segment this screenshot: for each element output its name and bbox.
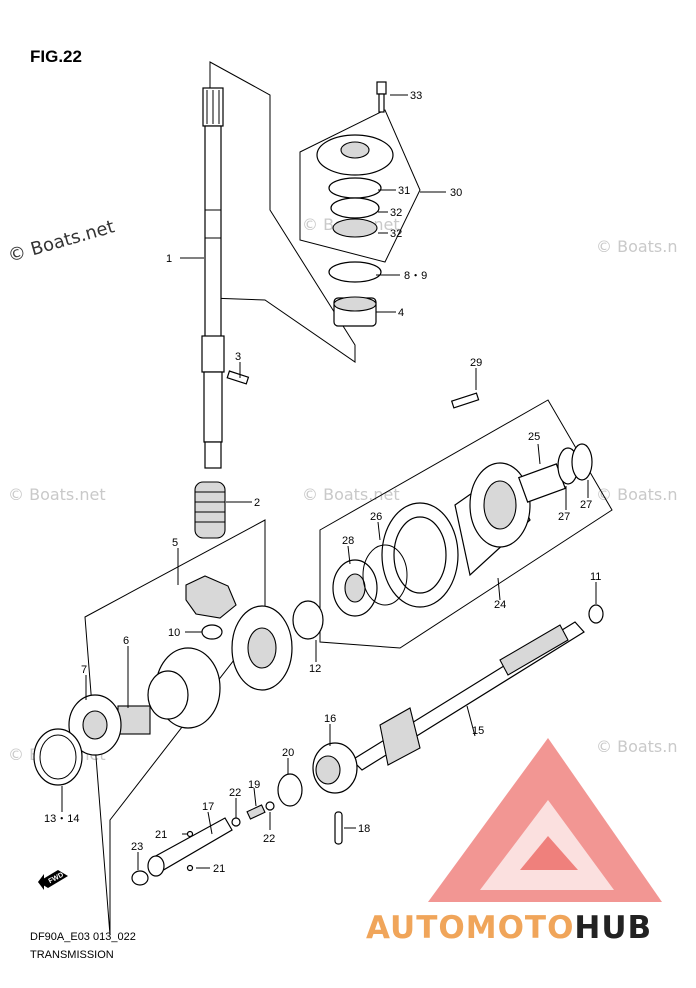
callout-24: 24: [494, 599, 506, 611]
diagram-code: DF90A_E03 013_022: [30, 931, 136, 943]
gear-group: [33, 519, 293, 936]
bolt-29: [450, 392, 480, 409]
callout-20: 20: [282, 747, 294, 759]
callout-31: 31: [398, 185, 410, 197]
spring-20: [277, 773, 303, 807]
logo-text-auto: AUTO: [366, 910, 466, 946]
callout-22-upper: 22: [229, 787, 241, 799]
callout-33: 33: [410, 90, 422, 102]
callout-17: 17: [202, 801, 214, 813]
callout-3: 3: [235, 351, 241, 363]
callout-30: 30: [450, 187, 462, 199]
callout-28: 28: [342, 535, 354, 547]
gear-case-group: [319, 399, 613, 649]
watermark-right: © Boats.n: [596, 485, 678, 504]
callout-23: 23: [131, 841, 143, 853]
callout-4: 4: [398, 307, 404, 319]
callout-12: 12: [309, 663, 321, 675]
callout-18: 18: [358, 823, 370, 835]
figure-title: FIG.22: [30, 47, 82, 66]
callout-21-upper: 21: [155, 829, 167, 841]
fwd-marker: FWD: [38, 870, 68, 890]
shift-slider-group: [131, 801, 275, 886]
callout-10: 10: [168, 627, 180, 639]
callout-19: 19: [248, 779, 260, 791]
callout-25: 25: [528, 431, 540, 443]
callout-27-left: 27: [558, 511, 570, 523]
propeller-shaft: [351, 621, 585, 771]
callout-27-right: 27: [580, 499, 592, 511]
callout-6: 6: [123, 635, 129, 647]
oring-12: [292, 600, 324, 640]
callout-1: 1: [166, 253, 172, 265]
callout-21-lower: 21: [213, 863, 225, 875]
bolt-33: [376, 81, 387, 113]
callout-labels: 1 2 3 4 5 6 7 8・9 10 11 12 13・14 15 16 1…: [44, 90, 601, 875]
drive-shaft: [201, 61, 356, 469]
callout-32-lower: 32: [390, 228, 402, 240]
watermark-left: © Boats.net: [8, 485, 106, 504]
logo-text-hub: HUB: [574, 910, 652, 946]
callout-13-14: 13・14: [44, 813, 79, 825]
callout-22-lower: 22: [263, 833, 275, 845]
watermark-center: © Boats.net: [302, 485, 400, 504]
logo-text-moto: MOTO: [466, 910, 575, 946]
callout-29: 29: [470, 357, 482, 369]
callout-26: 26: [370, 511, 382, 523]
leader-lines: [61, 94, 597, 870]
callout-8-9: 8・9: [404, 270, 427, 282]
callout-7: 7: [81, 664, 87, 676]
watermark-main: © Boats.net: [6, 216, 117, 266]
automotohub-logo: AUTOMOTOHUB: [366, 738, 662, 946]
watermark-right-top: © Boats.n: [596, 237, 678, 256]
svg-text:AUTOMOTOHUB: AUTOMOTOHUB: [366, 910, 652, 946]
callout-2: 2: [254, 497, 260, 509]
callout-15: 15: [472, 725, 484, 737]
pin-3: [226, 370, 250, 385]
oring-11: [588, 604, 604, 624]
callout-16: 16: [324, 713, 336, 725]
diagram-caption: TRANSMISSION: [30, 949, 114, 961]
callout-5: 5: [172, 537, 178, 549]
callout-32-upper: 32: [390, 207, 402, 219]
fwd-label: FWD: [48, 872, 65, 886]
watermark-right-bottom: © Boats.n: [596, 737, 678, 756]
bearing-housing-group: [299, 109, 421, 327]
boot-2: [194, 481, 226, 539]
pin-18: [334, 811, 343, 845]
clutch-dog-16: [312, 742, 358, 794]
callout-11: 11: [590, 571, 601, 583]
